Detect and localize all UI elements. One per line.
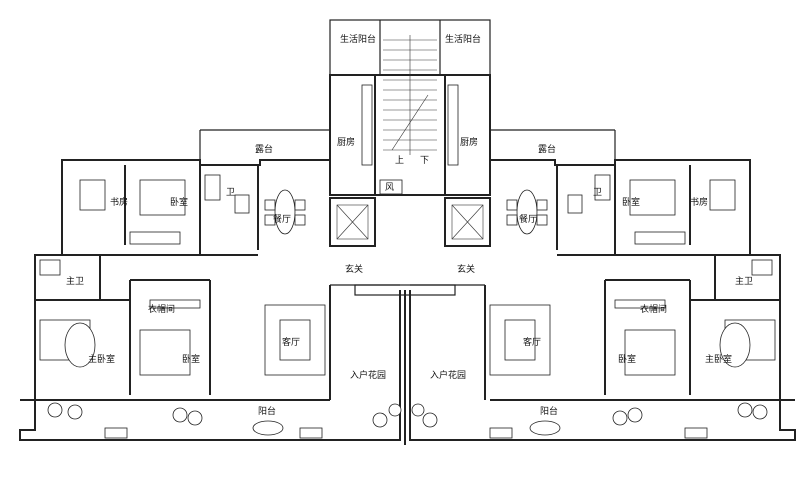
central-core: [200, 19, 615, 196]
label-stair-down: 下: [420, 156, 429, 166]
right-unit-walls: [409, 130, 796, 441]
elevator-right: [444, 197, 491, 247]
label-dining-right: 餐厅: [519, 213, 537, 225]
wind-shaft: [379, 179, 403, 195]
label-master-bed-right: 主卧室: [705, 353, 732, 365]
label-master-bath-left: 主卫: [66, 275, 84, 287]
dining-table-right: [516, 189, 538, 235]
label-living-right: 客厅: [523, 336, 541, 348]
label-bedroom-right: 卧室: [622, 196, 640, 208]
label-study-right: 书房: [690, 196, 708, 208]
label-bedroom2-right: 卧室: [618, 353, 636, 365]
label-kitchen-left: 厨房: [337, 136, 355, 148]
label-stair-up: 上: [395, 155, 404, 166]
label-balcony-right: 阳台: [540, 405, 558, 417]
label-closet-left: 衣帽间: [148, 303, 175, 315]
stair-treads: [383, 35, 437, 155]
label-bath-right: 卫: [593, 188, 602, 198]
room-labels: 生活阳台 生活阳台 露台 露台 厨房 厨房 上 下 风 书房 书房 卧室 卧室 …: [66, 33, 753, 417]
label-closet-right: 衣帽间: [640, 303, 667, 315]
label-dining-left: 餐厅: [273, 213, 291, 225]
label-wind-shaft: 风: [385, 182, 394, 193]
label-master-bath-right: 主卫: [735, 275, 753, 287]
kitchen-counter-right: [447, 84, 459, 166]
label-garden-left: 入户花园: [350, 369, 386, 381]
label-balcony-left: 阳台: [258, 405, 276, 417]
kitchen-counter-left: [361, 84, 373, 166]
label-balcony-life-right: 生活阳台: [445, 33, 481, 45]
bed-2-right: [624, 329, 676, 376]
label-kitchen-right: 厨房: [460, 136, 478, 148]
label-living-left: 客厅: [282, 336, 300, 348]
left-unit-walls: [19, 130, 401, 441]
dining-table-left: [274, 189, 296, 235]
label-terrace-right: 露台: [538, 143, 556, 155]
label-foyer-right: 玄关: [457, 263, 475, 275]
bed-2-left: [139, 329, 191, 376]
furniture-left: [39, 174, 402, 439]
label-foyer-left: 玄关: [345, 263, 363, 275]
elevator-left: [329, 197, 376, 247]
label-bath-left: 卫: [226, 188, 235, 198]
furniture-right: [411, 174, 776, 439]
label-terrace-left: 露台: [255, 143, 273, 155]
label-garden-right: 入户花园: [430, 369, 466, 381]
label-bedroom2-left: 卧室: [182, 353, 200, 365]
label-study-left: 书房: [110, 196, 128, 208]
label-bedroom-left: 卧室: [170, 196, 188, 208]
label-balcony-life-left: 生活阳台: [340, 33, 376, 45]
label-master-bed-left: 主卧室: [88, 353, 115, 365]
